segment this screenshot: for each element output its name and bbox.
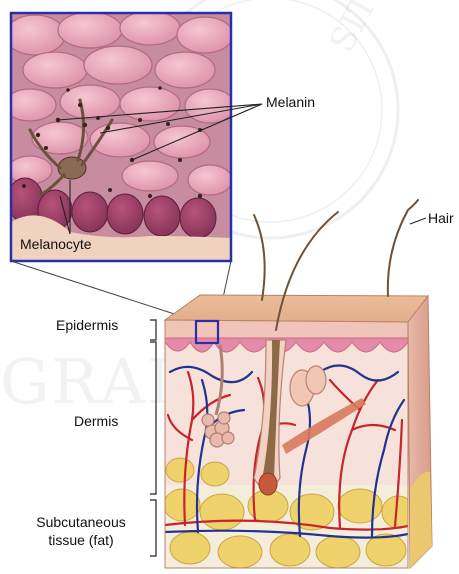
melanin-label: Melanin xyxy=(266,94,315,110)
hair-label: Hair xyxy=(428,210,454,226)
hair-pointer-line xyxy=(410,218,426,224)
epidermis-bracket xyxy=(150,320,156,340)
dermis-bracket xyxy=(150,342,156,494)
epidermis-label: Epidermis xyxy=(56,317,118,333)
melanocyte-label: Melanocyte xyxy=(20,236,92,252)
subcutaneous-label-line2: tissue (fat) xyxy=(18,532,144,548)
dermis-label: Dermis xyxy=(74,413,118,429)
subcutaneous-label-line1: Subcutaneous xyxy=(18,514,144,530)
layer-brackets xyxy=(150,320,156,556)
magnified-epidermis-inset xyxy=(4,11,235,261)
subcutaneous-bracket xyxy=(150,500,156,556)
skin-surface xyxy=(165,295,428,322)
